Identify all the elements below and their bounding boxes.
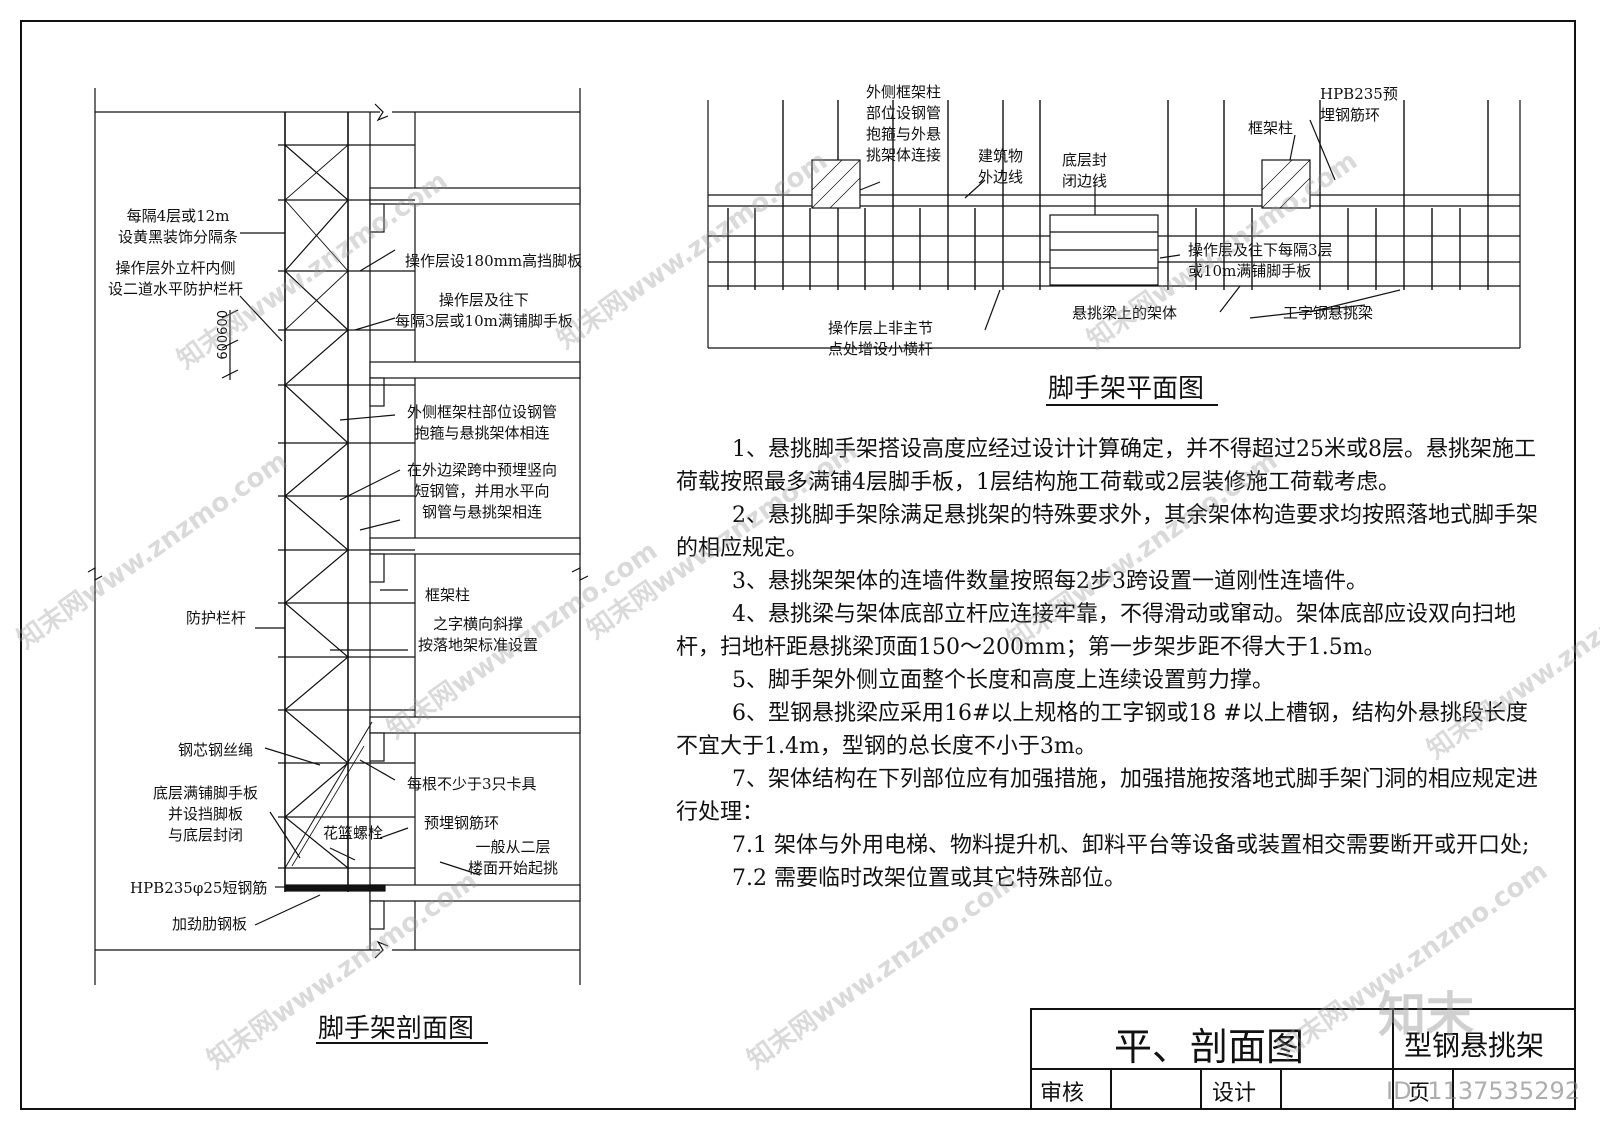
label-short-bar: HPB235φ25短钢筋 (130, 879, 268, 897)
tb-hline (1032, 1068, 1574, 1070)
title-block: 平、剖面图 型钢悬挑架 审核 设计 页 (1030, 1008, 1576, 1110)
label-turnbuckle: 花篮螺栓 (323, 824, 384, 842)
drawing-frame (20, 20, 1576, 1110)
label-plan-full-board: 操作层及往下每隔3层 或10m满铺脚手板 (1188, 241, 1333, 280)
label-outer-col: 外侧框架柱 部位设钢管 抱箍与外悬 挑架体连接 (866, 83, 942, 164)
note-7-1: 7.1 架体与外用电梯、物料提升机、卸料平台等设备或装置相交需要断开或开口处; (732, 833, 1530, 858)
label-guardrail: 防护栏杆 (186, 609, 247, 627)
tb-drawing-name: 平、剖面图 (1114, 1025, 1305, 1069)
watermark-logo: 知末 (1378, 987, 1475, 1043)
note-6: 6、型钢悬挑梁应采用16#以上规格的工字钢或18 #以上槽钢，结构外悬挑段长度不… (676, 701, 1528, 759)
note-2: 2、悬挑脚手架除满足悬挑架的特殊要求外，其余架体构造要求均按照落地式脚手架的相应… (676, 503, 1538, 561)
note-7-2: 7.2 需要临时改架位置或其它特殊部位。 (732, 866, 1126, 891)
tb-page: 页 (1408, 1081, 1431, 1106)
label-embed-ring: 预埋钢筋环 (424, 814, 500, 832)
note-5: 5、脚手架外侧立面整个长度和高度上连续设置剪力撑。 (732, 668, 1274, 693)
label-column: 框架柱 (425, 586, 471, 604)
note-4: 4、悬挑梁与架体底部立杆应连接牢靠，不得滑动或窜动。架体底部应设双向扫地杆，扫地… (676, 602, 1516, 660)
label-frame-col: 框架柱 (1248, 119, 1294, 137)
label-stiffener: 加劲肋钢板 (172, 915, 248, 933)
notes-block: 1、悬挑脚手架搭设高度应经过设计计算确定，并不得超过25米或8层。悬挑架施工荷载… (676, 433, 1546, 895)
label-toe-board: 操作层设180mm高挡脚板 (405, 252, 583, 270)
label-small-bar: 操作层上非主节 点处增设小横杆 (828, 319, 934, 358)
tb-vline-2 (1110, 1068, 1112, 1110)
label-embed-tube: 在外边梁跨中预埋竖向 短钢管，并用水平向 钢管与悬挑架相连 (407, 461, 558, 521)
label-hoop: 外侧框架柱部位设钢管 抱箍与悬挑架体相连 (407, 403, 558, 442)
label-start-floor: 一般从二层 楼面开始起挑 (468, 838, 559, 877)
note-7: 7、架体结构在下列部位应有加强措施，加强措施按落地式脚手架门洞的相应规定进行处理… (676, 767, 1538, 825)
label-bottom-close: 底层封 闭边线 (1062, 151, 1108, 190)
plan-title: 脚手架平面图 (1048, 374, 1205, 404)
tb-vline-6 (1452, 1068, 1454, 1110)
tb-review: 审核 (1040, 1081, 1085, 1106)
label-building-edge: 建筑物 外边线 (978, 147, 1024, 186)
tb-vline-3 (1200, 1068, 1202, 1110)
label-decor-strip: 每隔4层或12m 设黄黑装饰分隔条 (118, 207, 239, 246)
watermark-id: ID: 1137535292 (1386, 1077, 1580, 1105)
section-title: 脚手架剖面图 (318, 1014, 475, 1044)
tb-design: 设计 (1212, 1081, 1257, 1106)
section-title-underline (316, 1042, 488, 1044)
note-3: 3、悬挑架架体的连墙件数量按照每2步3跨设置一道刚性连墙件。 (732, 569, 1368, 594)
label-hpb-ring: HPB235预 埋钢筋环 (1320, 85, 1398, 124)
note-1: 1、悬挑脚手架搭设高度应经过设计计算确定，并不得超过25米或8层。悬挑架施工荷载… (676, 437, 1536, 495)
label-full-board: 操作层及往下 每隔3层或10m满铺脚手板 (395, 291, 573, 330)
label-clamps: 每根不少于3只卡具 (407, 775, 537, 793)
tb-subject: 型钢悬挑架 (1404, 1029, 1545, 1062)
tb-vline-4 (1280, 1068, 1282, 1110)
tb-vline-1 (1392, 1010, 1394, 1068)
label-inner-rail: 操作层外立杆内侧 设二道水平防护栏杆 (108, 259, 244, 298)
tb-vline-5 (1392, 1068, 1394, 1110)
label-frame-on-beam: 悬挑梁上的架体 (1072, 304, 1178, 322)
label-wire-rope: 钢芯钢丝绳 (178, 741, 254, 759)
plan-title-underline (1046, 404, 1218, 406)
label-brace: 之字横向斜撑 按落地架标准设置 (418, 615, 539, 654)
label-i-beam: 工字钢悬挑梁 (1283, 304, 1374, 322)
label-bottom-board: 底层满铺脚手板 并设挡脚板 与底层封闭 (153, 784, 259, 844)
